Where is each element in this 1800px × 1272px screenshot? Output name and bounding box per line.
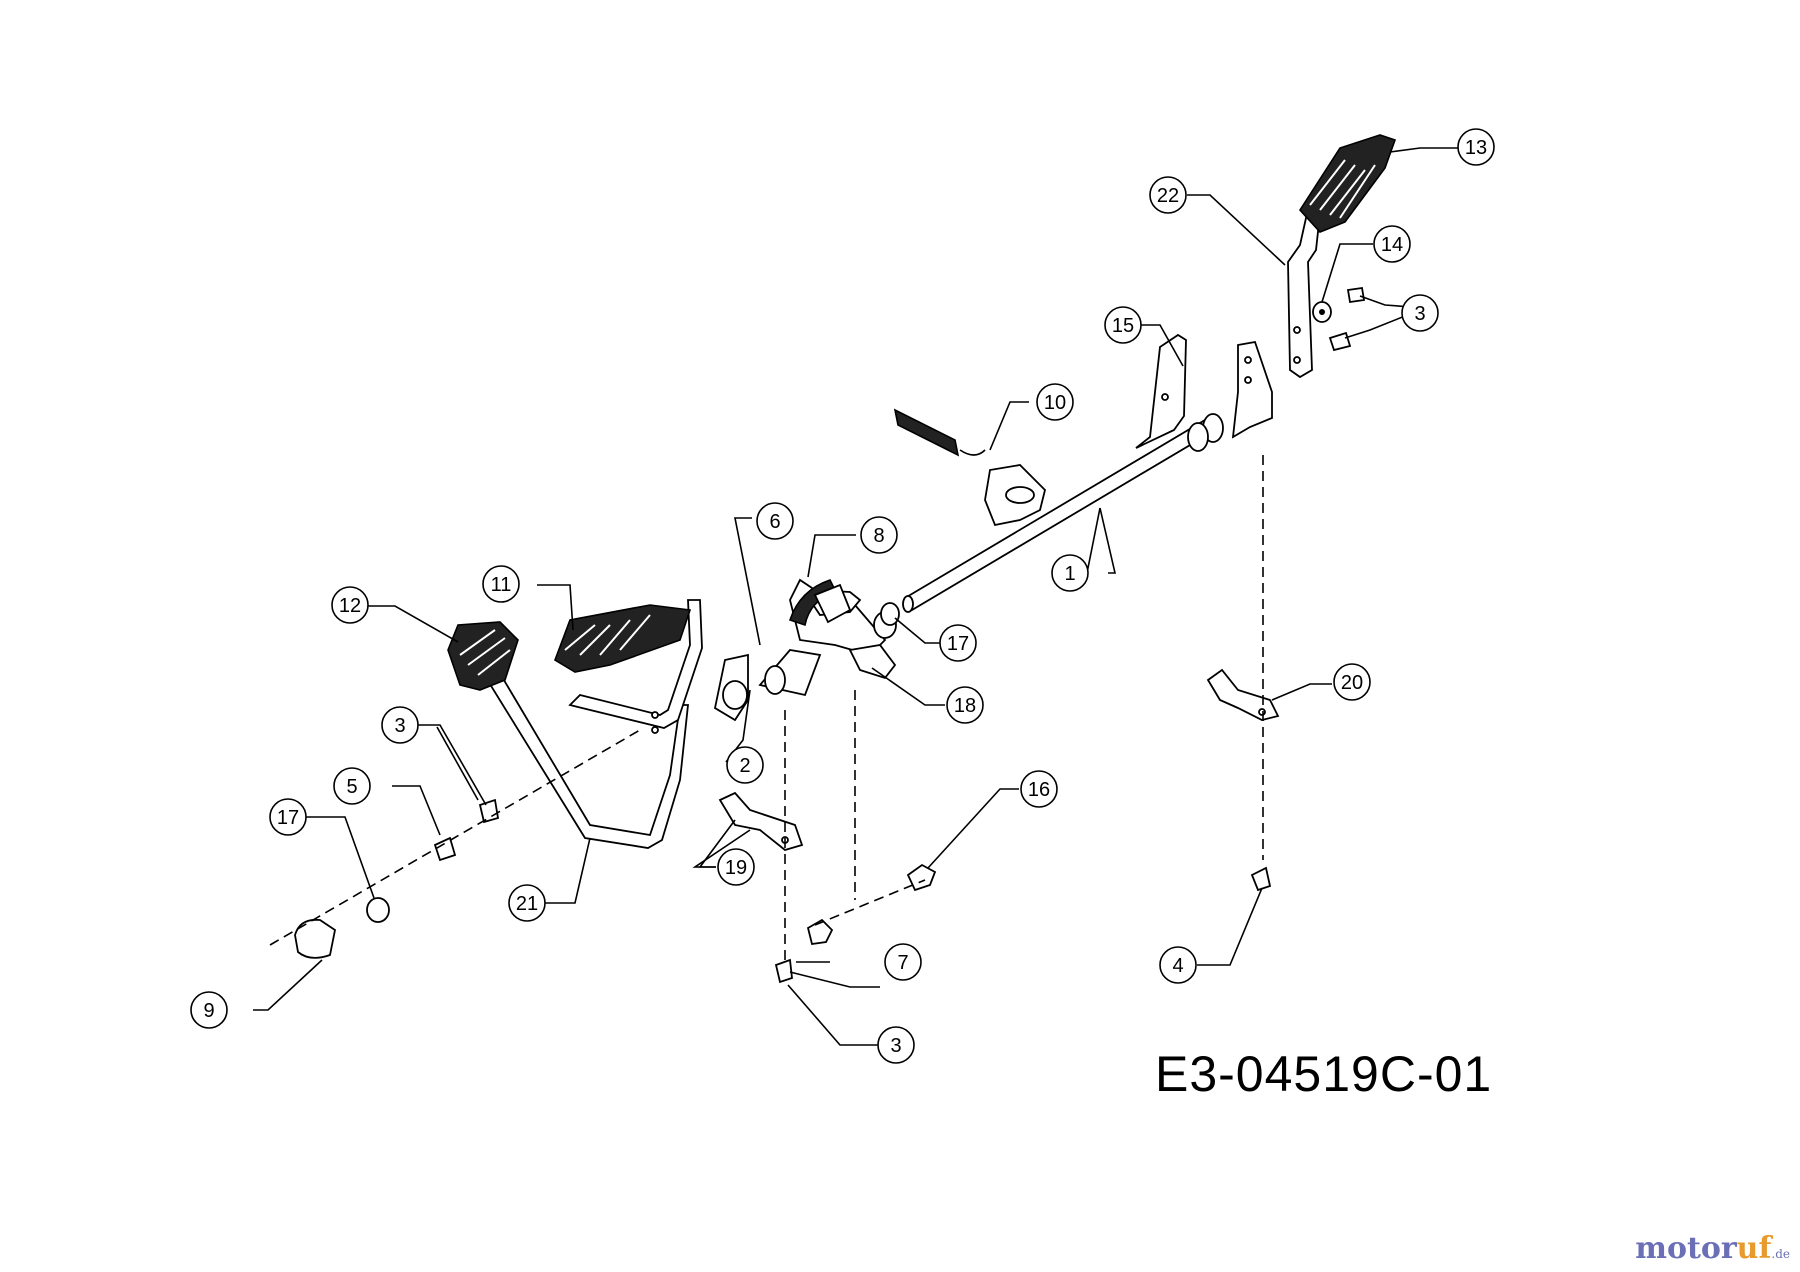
spring-part [893, 408, 986, 457]
callout-4: 4 [1159, 946, 1197, 984]
callout-14: 14 [1373, 225, 1411, 263]
bracket-plate [1135, 333, 1273, 449]
left-pedal-pad-12 [447, 621, 519, 691]
callout-10: 10 [1036, 383, 1074, 421]
callout-19: 19 [717, 848, 755, 886]
callout-18: 18 [946, 686, 984, 724]
svg-text:18: 18 [954, 695, 976, 717]
lower-bolts [774, 863, 1272, 984]
callout-17: 17 [939, 624, 977, 662]
svg-text:15: 15 [1112, 315, 1134, 337]
watermark-logo: motoruf.de [1635, 1231, 1790, 1266]
svg-text:3: 3 [890, 1035, 901, 1057]
bracket-19 [718, 791, 804, 851]
callout-8: 8 [860, 516, 898, 554]
svg-text:9: 9 [203, 1000, 214, 1022]
svg-text:7: 7 [897, 952, 908, 974]
callout-5: 5 [333, 767, 371, 805]
svg-text:14: 14 [1381, 234, 1403, 256]
svg-text:3: 3 [394, 715, 405, 737]
callout-15: 15 [1104, 306, 1142, 344]
callout-13: 13 [1457, 128, 1495, 166]
bushing-part [880, 602, 900, 626]
right-pedal-arm [1287, 193, 1324, 379]
bracket-20 [1206, 668, 1280, 721]
svg-text:8: 8 [873, 525, 884, 547]
svg-text:11: 11 [491, 574, 512, 596]
svg-text:17: 17 [277, 807, 299, 829]
callout-1: 1 [1051, 554, 1089, 592]
svg-text:5: 5 [346, 776, 357, 798]
svg-text:16: 16 [1028, 779, 1050, 801]
right-pedal-pad [1298, 134, 1397, 233]
svg-text:1: 1 [1064, 563, 1075, 585]
svg-text:13: 13 [1465, 137, 1487, 159]
callout-9: 9 [190, 991, 228, 1029]
svg-text:17: 17 [947, 633, 969, 655]
ratchet-assembly [788, 578, 897, 680]
washer-part [1312, 301, 1332, 323]
callout-3: 3 [1401, 294, 1439, 332]
callout-20: 20 [1333, 663, 1371, 701]
svg-text:19: 19 [725, 857, 747, 879]
svg-text:21: 21 [516, 893, 538, 915]
callout-21: 21 [508, 884, 546, 922]
svg-text:12: 12 [339, 595, 361, 617]
svg-text:10: 10 [1044, 392, 1066, 414]
callout-3: 3 [381, 706, 419, 744]
shaft-collar [1187, 413, 1224, 452]
callout-2: 2 [726, 746, 764, 784]
callout-7: 7 [884, 943, 922, 981]
svg-text:2: 2 [739, 755, 750, 777]
callout-17: 17 [269, 798, 307, 836]
callout-3: 3 [877, 1026, 915, 1064]
left-hardware [294, 798, 500, 959]
callout-12: 12 [331, 586, 369, 624]
bolt-parts-right [1328, 286, 1366, 352]
left-pedal-pad-11 [554, 604, 692, 673]
spring-mount-plate [984, 464, 1046, 527]
svg-text:4: 4 [1172, 955, 1183, 977]
callout-6: 6 [756, 502, 794, 540]
callout-22: 22 [1149, 176, 1187, 214]
callout-11: 11 [482, 565, 520, 603]
collar-part [713, 649, 822, 722]
svg-text:6: 6 [769, 511, 780, 533]
alignment-lines [269, 455, 1264, 960]
drawing-code-label: E3-04519C-01 [1155, 1046, 1493, 1102]
callout-16: 16 [1020, 770, 1058, 808]
svg-text:3: 3 [1414, 303, 1425, 325]
svg-text:20: 20 [1341, 672, 1363, 694]
svg-text:22: 22 [1157, 185, 1179, 207]
